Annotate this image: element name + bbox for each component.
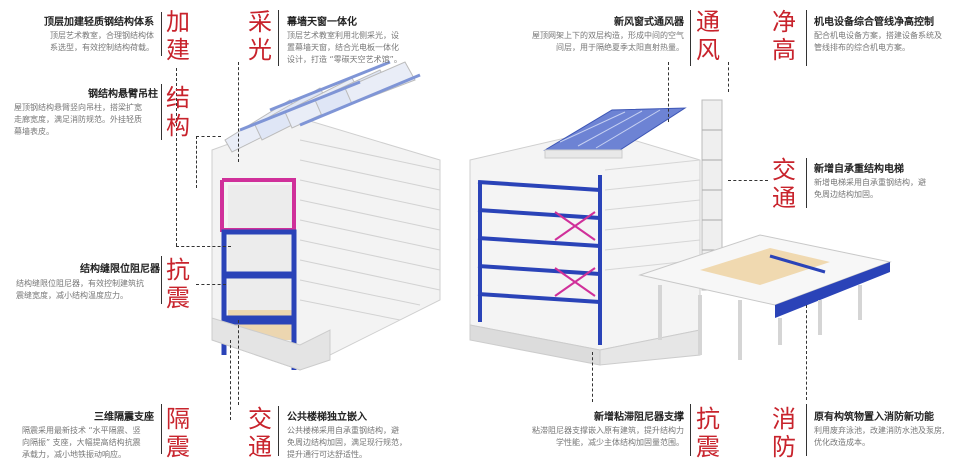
category-jiaotong-left: 交通 <box>248 405 272 461</box>
category-jiegou: 结构 <box>166 84 190 140</box>
connector <box>806 158 807 208</box>
desc-joint-damper: 结构缝限位阻尼器，有效控制建筑抗震缝宽度，减小结构温度应力。 <box>16 279 144 300</box>
connector <box>728 180 768 181</box>
connector <box>196 136 197 188</box>
title-window-ventilator: 新风窗式通风器 <box>614 17 684 28</box>
category-caiguang: 采光 <box>248 8 272 64</box>
title-viscous-damper: 新增粘滞阻尼器支撑 <box>594 412 684 423</box>
category-tongfeng: 通风 <box>696 8 720 64</box>
title-roof-steel-structure: 顶层加建轻质钢结构体系 <box>44 17 154 28</box>
desc-roof-steel-structure: 顶层艺术教室，合理钢结构体系选型，有效控制结构荷载。 <box>50 31 154 52</box>
connector <box>161 256 162 304</box>
connector <box>161 12 162 56</box>
title-mep-clearance: 机电设备综合管线净高控制 <box>814 17 934 28</box>
connector <box>806 305 807 400</box>
title-public-stair: 公共楼梯独立嵌入 <box>287 412 367 423</box>
desc-viscous-damper: 粘滞阻尼器支撑嵌入原有建筑，提升结构力学性能，减少主体结构加固量范围。 <box>532 426 684 447</box>
desc-new-elevator: 新增电梯采用自承重钢结构，避免周边结构加固。 <box>814 178 926 199</box>
title-fire-function: 原有构筑物置入消防新功能 <box>814 412 934 423</box>
title-joint-damper: 结构缝限位阻尼器 <box>80 264 160 275</box>
desc-isolation-bearing: 隔震采用最新技术 “水平隔震、竖向隔振” 支座，大幅提高结构抗震承载力，减小地铁… <box>22 426 141 459</box>
connector <box>196 284 226 285</box>
connector <box>806 10 807 66</box>
connector <box>196 136 221 137</box>
category-jiajian: 加建 <box>166 8 190 64</box>
connector <box>238 320 239 405</box>
connector <box>668 62 669 122</box>
connector <box>278 406 279 456</box>
title-isolation-bearing: 三维隔震支座 <box>94 412 154 423</box>
category-kangzhen-left: 抗震 <box>166 256 190 312</box>
title-cantilever-hanger: 钢结构悬臂吊柱 <box>88 89 158 100</box>
connector <box>161 404 162 454</box>
connector <box>230 340 231 420</box>
connector <box>728 62 729 92</box>
category-kangzhen-right: 抗震 <box>696 405 720 461</box>
title-new-elevator: 新增自承重结构电梯 <box>814 164 904 175</box>
connector <box>176 68 177 246</box>
connector <box>806 404 807 456</box>
right-building <box>469 99 892 366</box>
desc-cantilever-hanger: 屋顶钢结构悬臂竖向吊柱，搭梁扩宽走廊宽度，满足消防规范。外挂轻质幕墙表皮。 <box>14 103 142 136</box>
connector <box>690 10 691 66</box>
title-curtain-skylight: 幕墙天窗一体化 <box>287 17 357 28</box>
desc-public-stair: 公共楼梯采用自承重钢结构，避免周边结构加固，满足现行规范，提升通行可达舒适性。 <box>287 426 407 459</box>
connector <box>690 404 691 456</box>
category-gezhen: 隔震 <box>166 405 190 461</box>
desc-fire-function: 利用废弃泳池，改建消防水池及泵房,优化改造成本。 <box>814 426 945 447</box>
category-jinggao: 净高 <box>772 8 796 64</box>
connector <box>592 352 593 402</box>
connector <box>161 84 162 140</box>
desc-window-ventilator: 屋顶网架上下的双层构造，形成中间的空气间层，用于隔绝夏季太阳直射热量。 <box>532 31 684 52</box>
connector <box>278 10 279 66</box>
connector <box>238 62 239 162</box>
left-building <box>211 60 441 371</box>
category-xiaofang: 消防 <box>772 405 796 461</box>
desc-mep-clearance: 配合机电设备方案，搭建设备系统及管线排布的综合机电方案。 <box>814 31 942 52</box>
desc-curtain-skylight: 顶层艺术教室利用北侧采光，设置幕墙天窗，结合光电板一体化设计，打造 “零碳天空艺… <box>287 31 402 64</box>
connector <box>176 246 231 247</box>
category-jiaotong-right: 交通 <box>772 156 796 212</box>
